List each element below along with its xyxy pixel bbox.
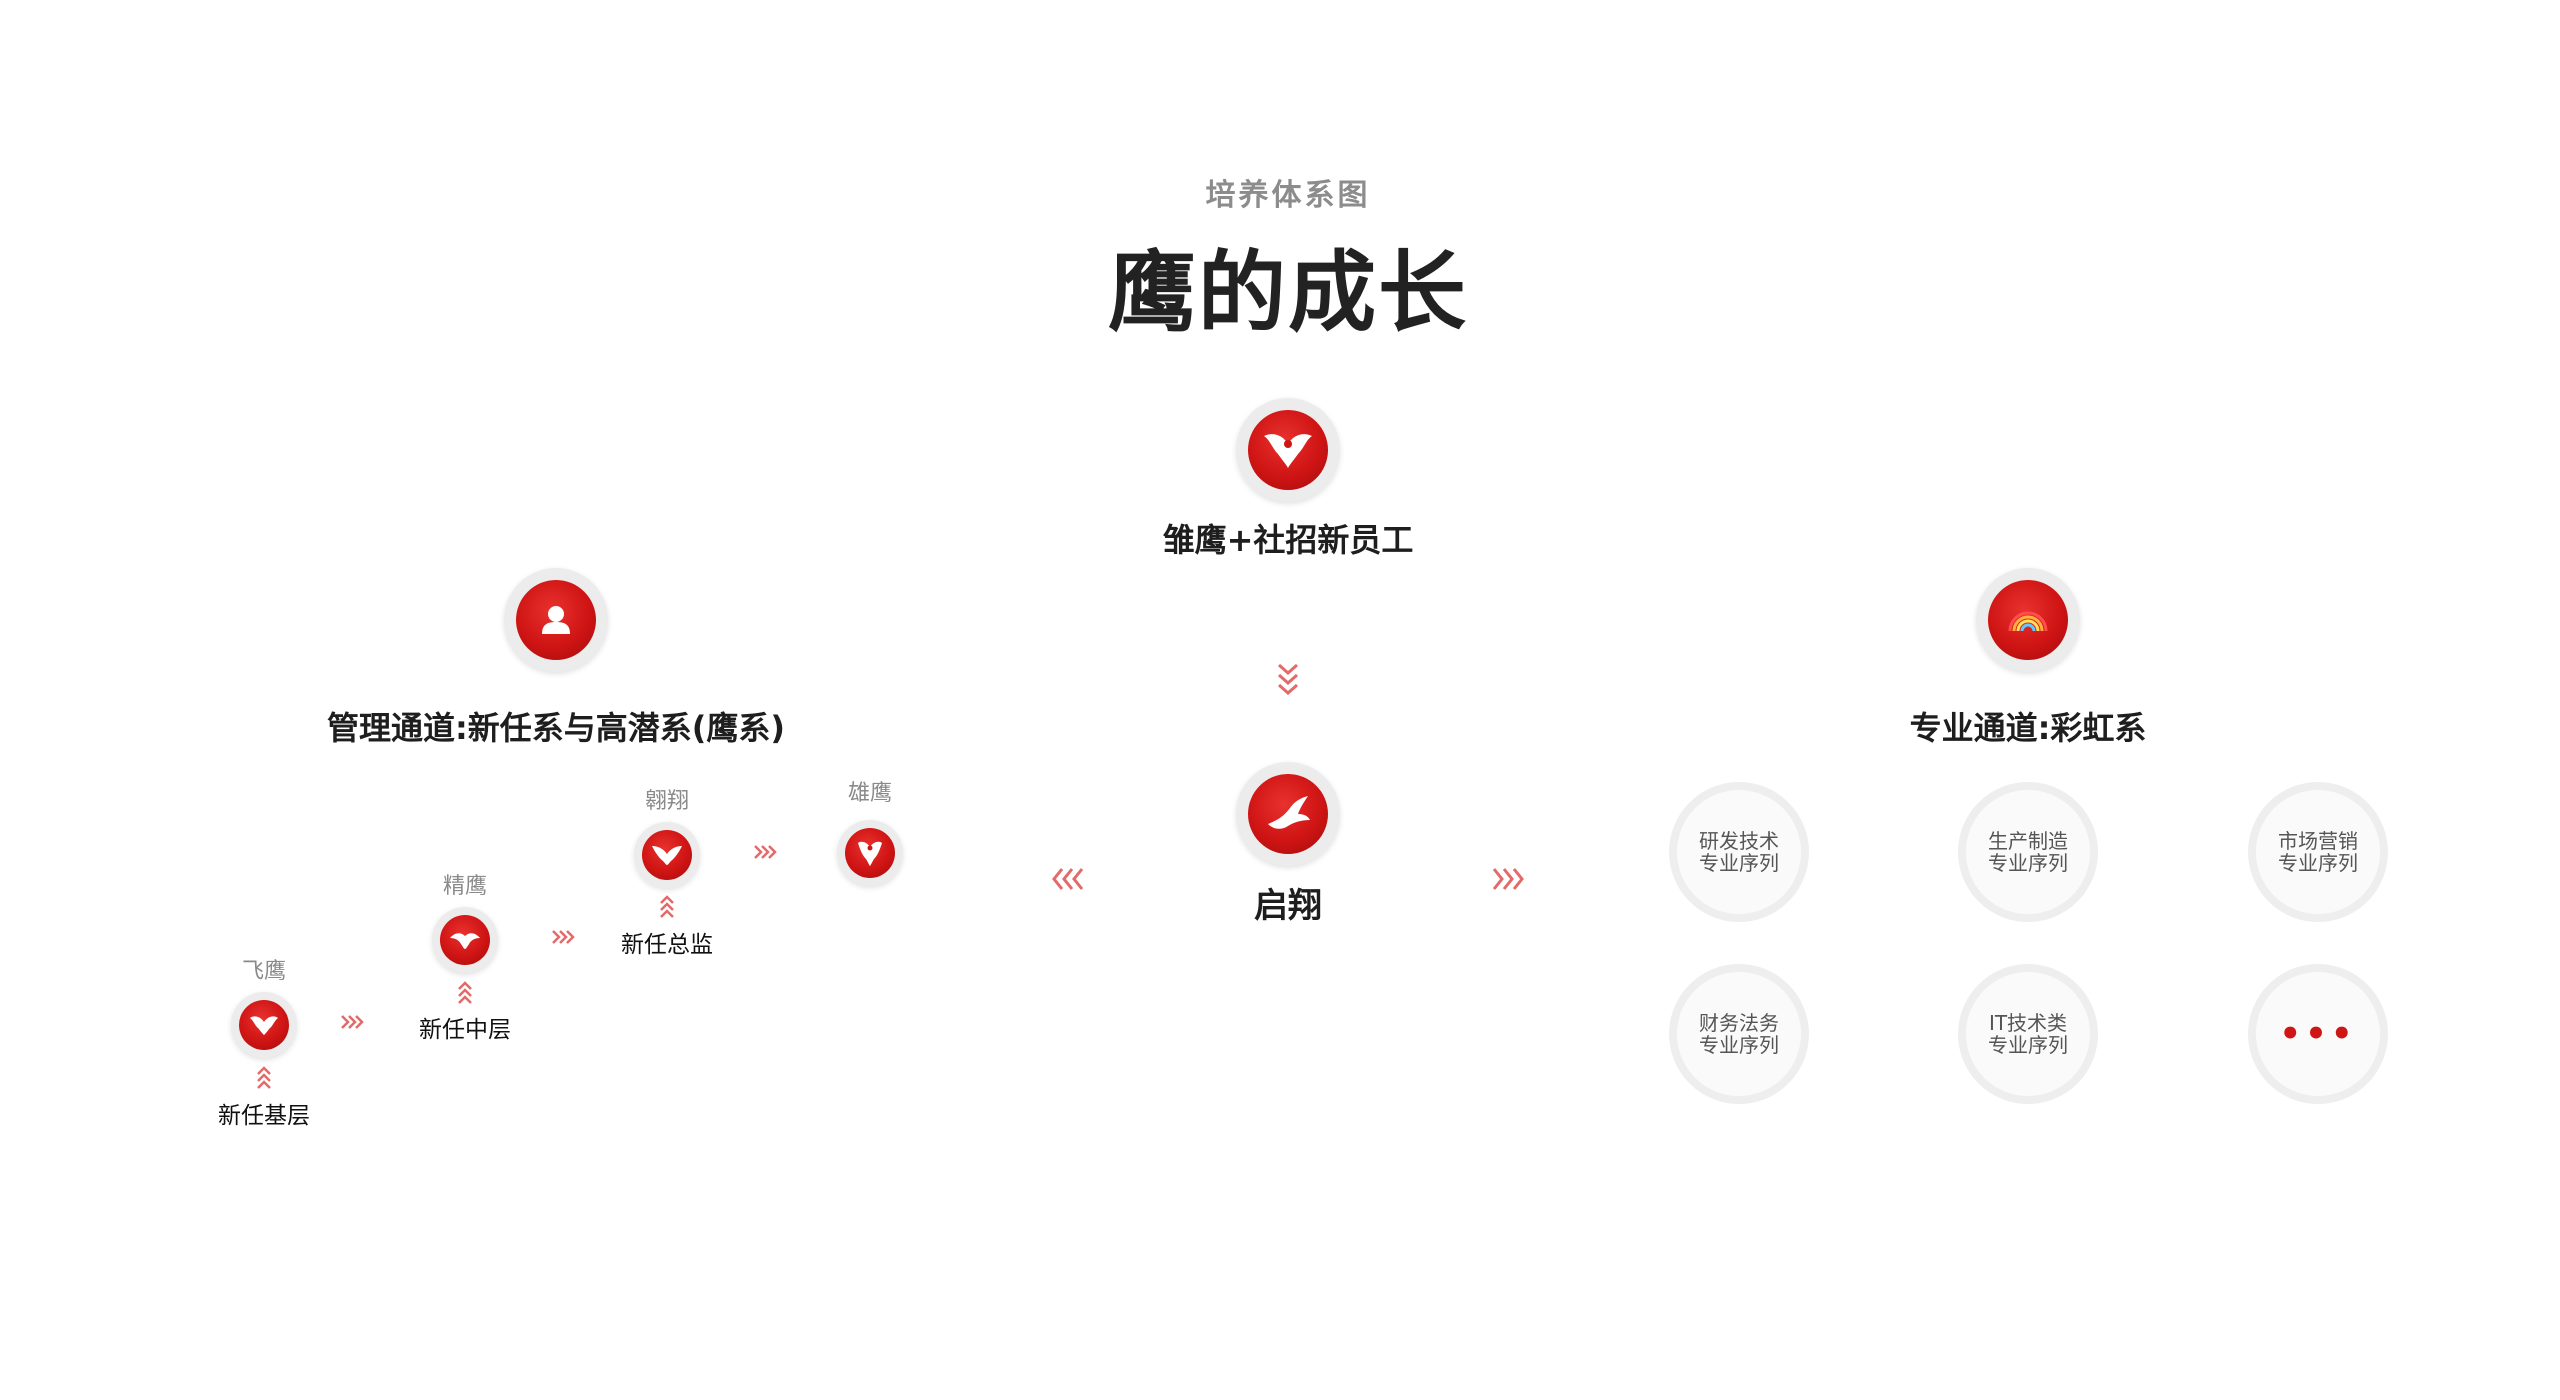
page-subtitle: 培养体系图 [1205,178,1371,213]
flying-eagle-icon [1268,796,1310,829]
stage-level: 新任总监 [621,932,713,958]
right-arrows-icon [341,1015,364,1029]
stage-rank: 飞鹰 [241,959,287,984]
eagle-icon [450,933,480,949]
page-title: 鹰的成长 [1107,241,1469,344]
sequence-line2: 专业序列 [2278,851,2358,875]
center-node-label: 启翔 [1254,886,1322,926]
right-arrows-icon [754,845,777,859]
stage-level: 新任基层 [218,1103,310,1129]
right-arrows-icon [1492,868,1524,890]
sequence-line2: 专业序列 [1988,1033,2068,1057]
stage-node [634,822,700,888]
stage-rank: 雄鹰 [847,781,893,806]
stage-node [432,907,498,973]
management-node [504,568,608,672]
up-arrows-icon [458,981,472,1004]
right-arrows-icon [552,930,575,944]
stage-rank: 精鹰 [442,874,488,899]
sequence-item: 市场营销 专业序列 [2248,782,2388,922]
sequence-item: 财务法务 专业序列 [1669,964,1809,1104]
eagle-icon [652,846,682,865]
professional-node [1976,568,2080,672]
up-arrows-icon [660,895,674,918]
more-dots-icon: ••• [2279,1014,2357,1054]
sequence-line1: 市场营销 [2278,829,2358,853]
sequence-item: IT技术类 专业序列 [1958,964,2098,1104]
eagle-icon [250,1016,278,1035]
up-arrows-icon [257,1066,271,1089]
sequence-item: 生产制造 专业序列 [1958,782,2098,922]
top-node [1236,398,1340,502]
eagle-icon [858,841,882,866]
sequence-line2: 专业序列 [1699,1033,1779,1057]
rainbow-icon [2008,611,2048,632]
eagle-wings-icon [1264,434,1312,468]
stage-node [837,820,903,886]
stage-rank: 翱翔 [644,789,690,814]
stage-node [231,992,297,1058]
sequence-line1: 生产制造 [1988,829,2068,853]
top-node-label: 雏鹰+社招新员工 [1162,521,1414,559]
down-arrows-icon [1278,663,1298,696]
center-node [1236,762,1340,866]
management-label: 管理通道:新任系与高潜系(鹰系) [326,709,786,747]
sequence-line1: IT技术类 [1988,1011,2068,1035]
professional-label: 专业通道:彩虹系 [1909,709,2147,747]
sequence-line1: 研发技术 [1699,829,1779,853]
sequence-line2: 专业序列 [1988,851,2068,875]
stage-level: 新任中层 [419,1017,511,1043]
sequence-line1: 财务法务 [1699,1011,1779,1035]
sequence-line2: 专业序列 [1699,851,1779,875]
person-icon [542,606,570,634]
sequence-item: 研发技术 专业序列 [1669,782,1809,922]
left-arrows-icon [1052,868,1084,890]
sequence-item-more: ••• [2248,964,2388,1104]
